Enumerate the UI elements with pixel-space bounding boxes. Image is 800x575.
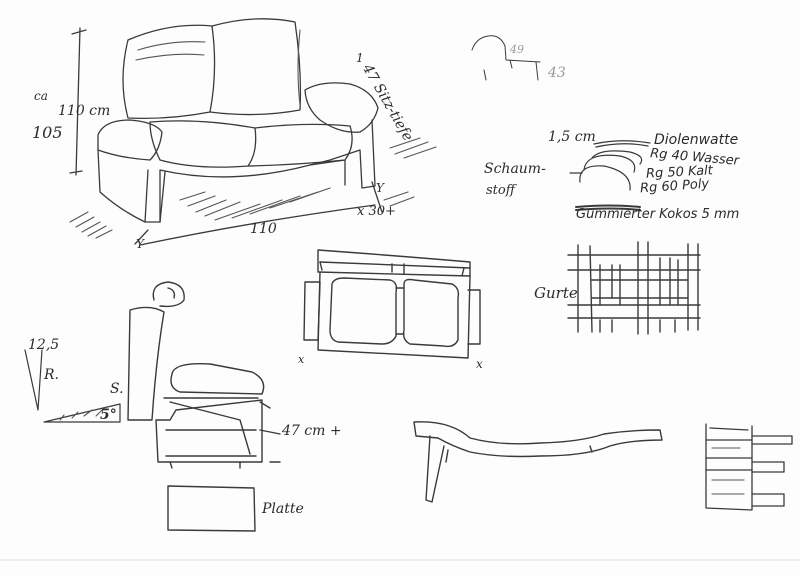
side-view [127, 281, 281, 469]
sofa-depth-label: x 30+ [357, 204, 396, 219]
batting-label: Diolenwatte [654, 132, 739, 148]
back-cushion-left [122, 24, 216, 120]
side-frame [155, 399, 263, 463]
plate-sketch [167, 485, 256, 532]
seat-cushion-right [247, 123, 353, 167]
seat-depth-marker: 1 [356, 51, 364, 65]
angle-indicator-seat [43, 403, 121, 423]
top-scribble [471, 35, 541, 81]
coir-label: Gummierter Kokos 5 mm [576, 207, 740, 222]
sofa-height-prefix: ca [34, 89, 48, 103]
frame-seat [317, 271, 471, 359]
curved-rail [413, 421, 663, 503]
frame-top-view [303, 249, 481, 359]
head-roll [152, 281, 185, 308]
seat-angle-label: S. [110, 381, 124, 397]
foam-layer-1 [591, 150, 643, 165]
scribble-a: 49 [510, 43, 524, 56]
frame-back-rail [317, 249, 471, 277]
width-dimension [139, 181, 383, 246]
frame-mark-right: x [476, 357, 483, 371]
back-angle-value: 12,5 [28, 337, 60, 353]
arm-left [97, 119, 163, 161]
seat-height-label: 47 cm + [282, 423, 342, 439]
height-dimension [69, 27, 87, 176]
side-back [127, 306, 165, 421]
foam-layer-3 [579, 165, 631, 191]
back-cushion-right [209, 18, 302, 116]
foam-layer-2 [583, 154, 636, 173]
material-layers [569, 140, 651, 211]
straps-label: Gurte [534, 284, 578, 302]
frame-mark-left: x [298, 353, 305, 366]
sofa-base [97, 119, 376, 223]
seat-cushion-left [149, 120, 257, 168]
sofa-width-label: 110 [250, 221, 277, 237]
sofa-height-alt: 105 [32, 123, 63, 142]
sofa-corner-right: Y [376, 181, 384, 195]
strap-grid [567, 241, 701, 335]
sofa-corner-left: Y [136, 237, 144, 251]
thickness-label: 1,5 cm [548, 129, 596, 145]
plate-label: Platte [262, 501, 304, 517]
foam-label-2: stoff [486, 183, 515, 198]
batting-layer [593, 140, 651, 148]
sofa-sketch [69, 18, 437, 246]
foam-label-1: Schaum- [484, 161, 546, 177]
seat-angle-value: 5° [100, 407, 117, 423]
coir-layer [575, 204, 641, 211]
side-seat-cushion [170, 363, 265, 395]
angle-indicator-back [24, 349, 43, 411]
section-detail [705, 423, 793, 511]
scribble-b: 43 [548, 65, 566, 81]
sofa-height-label: 110 cm [58, 103, 111, 119]
back-angle-unit: R. [44, 367, 59, 383]
